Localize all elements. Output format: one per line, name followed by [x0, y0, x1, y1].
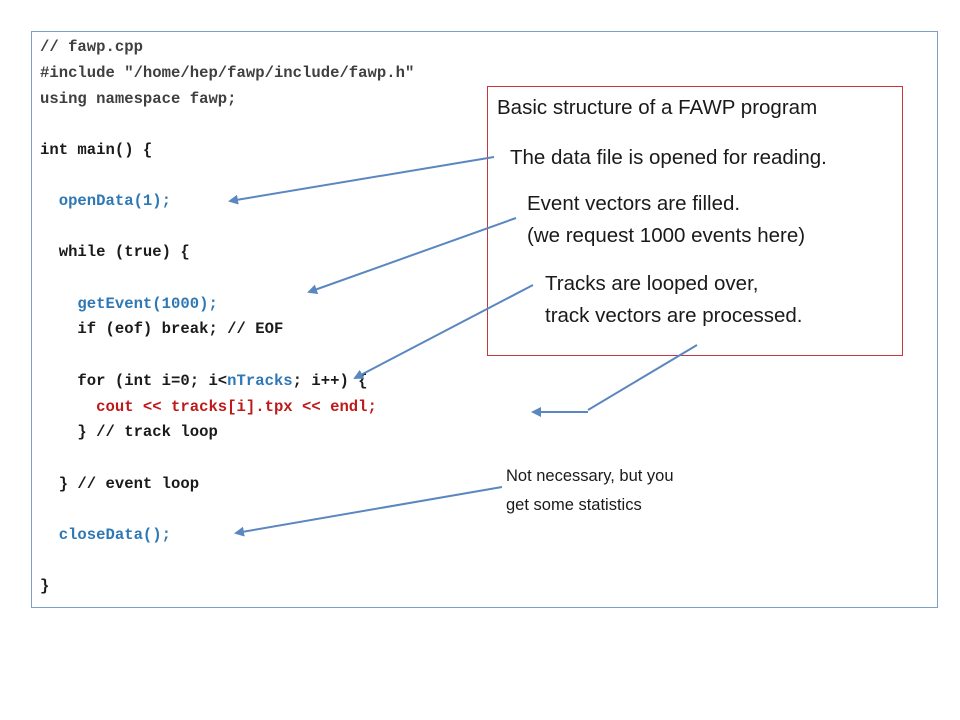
code-line-comment: // fawp.cpp	[40, 38, 143, 56]
code-line-eof: if (eof) break; // EOF	[40, 320, 284, 338]
code-panel	[31, 31, 938, 608]
code-line-closing-brace: }	[40, 577, 50, 595]
note-title: Basic structure of a FAWP program	[497, 96, 818, 119]
note-stats-line2: get some statistics	[506, 496, 642, 514]
note-stats-line1: Not necessary, but you	[506, 467, 674, 485]
code-for-tail: ; i++) {	[292, 372, 368, 390]
note-tracks-line1: Tracks are looped over,	[545, 272, 759, 295]
code-line-closedata: closeData();	[40, 526, 172, 544]
arrow-to-opendata	[228, 156, 495, 205]
note-event-line1: Event vectors are filled.	[527, 192, 741, 215]
code-line-getevent: getEvent(1000);	[40, 295, 218, 313]
code-line-event-loop-end: } // event loop	[40, 475, 200, 493]
note-open-data: The data file is opened for reading.	[510, 146, 827, 169]
code-line-cout: cout << tracks[i].tpx << endl;	[40, 398, 377, 416]
note-tracks-line2: track vectors are processed.	[545, 304, 803, 327]
arrow-to-for-loop	[353, 284, 534, 379]
code-line-main: int main() {	[40, 141, 153, 159]
code-ntracks: nTracks	[227, 372, 293, 390]
note-event-line2: (we request 1000 events here)	[527, 224, 806, 247]
code-line-track-loop-end: } // track loop	[40, 423, 218, 441]
arrow-tracks-segment	[587, 344, 698, 411]
arrow-to-closedata	[234, 486, 503, 537]
code-line-opendata: openData(1);	[40, 192, 172, 210]
code-line-include: #include "/home/hep/fawp/include/fawp.h"	[40, 64, 415, 82]
arrow-to-getevent	[307, 217, 517, 295]
code-line-namespace: using namespace fawp;	[40, 90, 237, 108]
code-for-head: for (int i=0; i<	[40, 372, 228, 390]
code-line-while: while (true) {	[40, 243, 190, 261]
code-line-for: for (int i=0; i<nTracks; i++) {	[40, 372, 368, 390]
note-box	[487, 86, 903, 356]
